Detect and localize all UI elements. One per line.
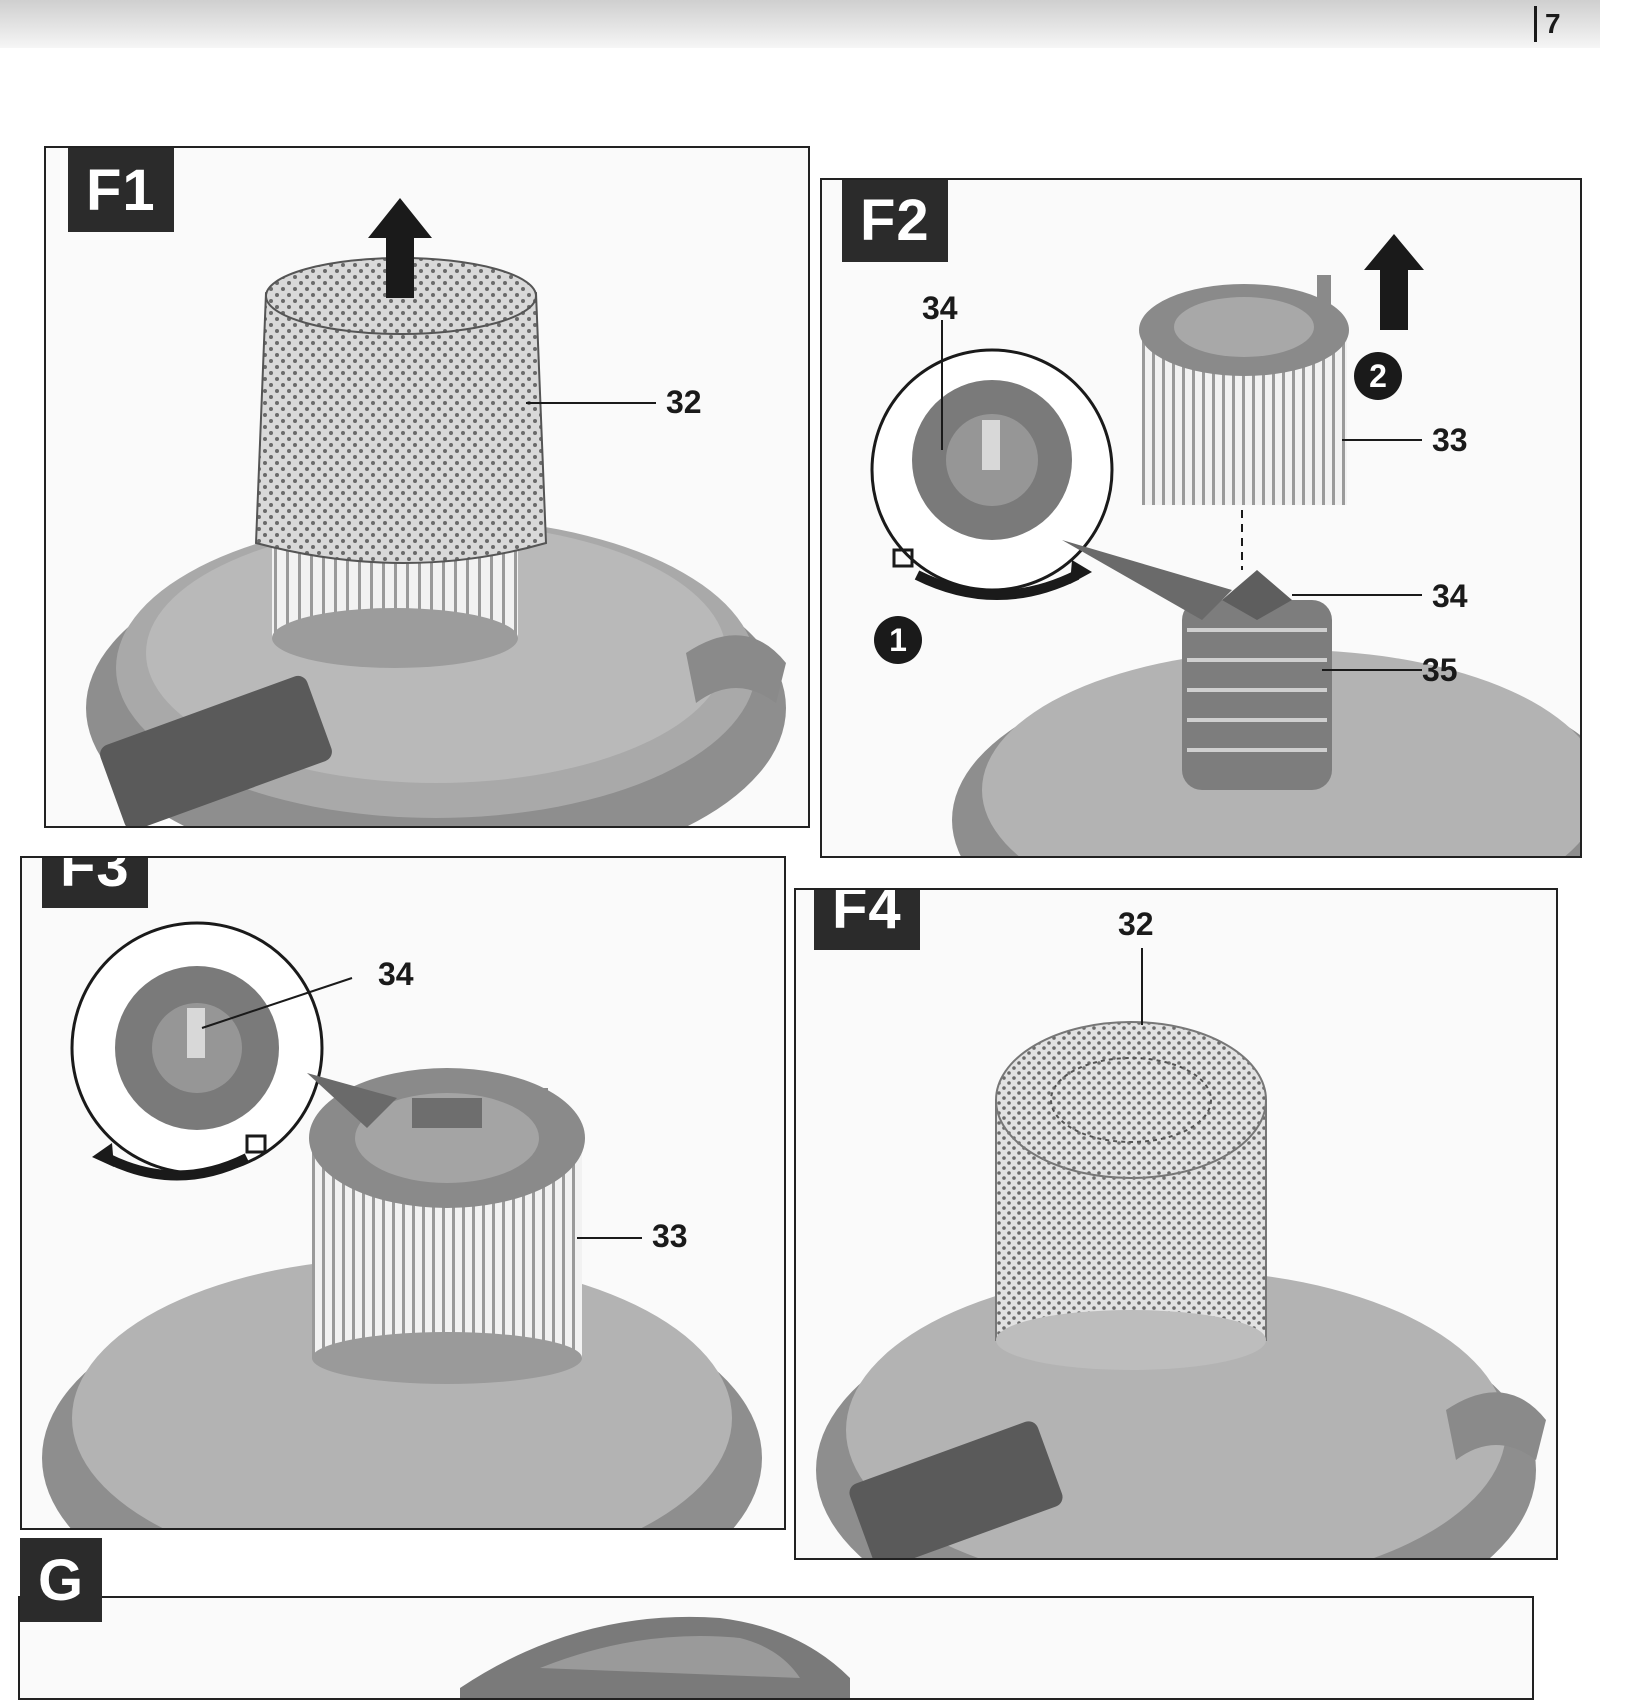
- figure-f3-callout-34: 34: [378, 956, 414, 992]
- figure-g-panel: [18, 1596, 1534, 1700]
- figure-f4-callout-32: 32: [1118, 906, 1154, 942]
- figure-f2-label: F2: [842, 180, 948, 262]
- figure-f2-illustration: [870, 234, 1580, 856]
- figure-f1-illustration: [86, 198, 786, 826]
- figure-f4-label: F4: [814, 890, 920, 950]
- figure-f3-panel: F3 34 33: [20, 856, 786, 1530]
- figure-g-label: G: [20, 1538, 103, 1622]
- figure-f1-panel: F1 32: [44, 146, 810, 828]
- figure-f3-illustration: [42, 921, 762, 1528]
- figure-f2-callout-33: 33: [1432, 422, 1468, 458]
- figure-f2-step-1-badge: 1: [874, 616, 922, 664]
- figure-f4-panel: F4 32: [794, 888, 1558, 1560]
- figure-f4-illustration: [816, 948, 1546, 1558]
- figure-f3-callout-33: 33: [652, 1218, 688, 1254]
- page-number: 7: [1534, 6, 1561, 42]
- figure-f1-label: F1: [68, 148, 174, 232]
- page-header-band: [0, 0, 1600, 48]
- figure-f1-callout-32: 32: [666, 384, 702, 420]
- figure-g-illustration: [460, 1616, 850, 1698]
- figure-f2-panel: F2 34 33 34 35 1 2: [820, 178, 1582, 858]
- figure-f2-callout-34: 34: [1432, 578, 1468, 614]
- figure-f2-callout-35: 35: [1422, 652, 1458, 688]
- figure-f3-label: F3: [42, 858, 148, 908]
- figure-f2-callout-34-inset: 34: [922, 290, 958, 326]
- figure-f2-step-2-badge: 2: [1354, 352, 1402, 400]
